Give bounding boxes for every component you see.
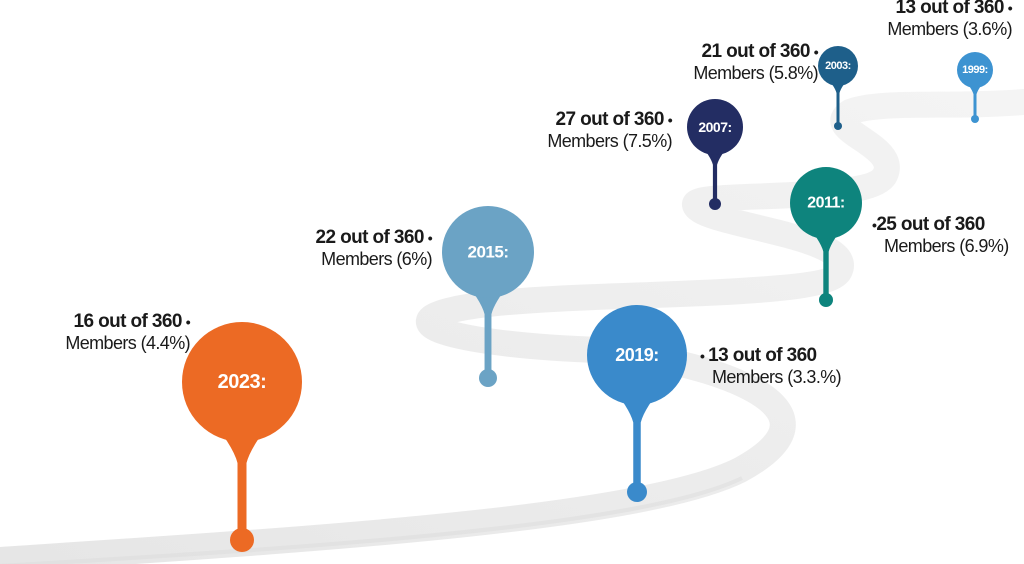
bullet-dot: • <box>813 44 819 60</box>
pin-stem <box>204 412 280 540</box>
caption-2003: 21 out of 360 • Members (5.8%) <box>693 40 818 85</box>
timeline-pin: 2023: <box>182 322 302 552</box>
road-shadow <box>0 476 743 564</box>
pin-stem <box>803 221 849 300</box>
pin-base-dot <box>819 293 833 307</box>
pin-head <box>687 99 743 155</box>
pin-stem <box>606 380 668 492</box>
pin-head <box>442 206 534 298</box>
caption-count: 27 out of 360 <box>555 109 664 130</box>
pin-year-label: 2015: <box>468 243 509 262</box>
caption-members: Members (6%) <box>321 249 432 270</box>
pin-base-dot <box>971 115 979 123</box>
bullet-dot: • <box>1007 0 1013 16</box>
pin-head <box>182 322 302 442</box>
caption-2011: •25 out of 360 Members (6.9%) <box>872 213 1009 258</box>
timeline-pin: 2019: <box>587 305 687 502</box>
caption-2007: 27 out of 360 • Members (7.5%) <box>547 108 672 153</box>
road-path <box>0 89 1024 564</box>
pin-year-label: 2023: <box>218 371 267 393</box>
timeline-pin: 1999: <box>957 52 993 123</box>
caption-2023: 16 out of 360 • Members (4.4%) <box>65 310 190 355</box>
caption-count: 25 out of 360 <box>876 214 985 235</box>
pin-year-label: 1999: <box>962 64 988 76</box>
bullet-dot: • <box>185 314 191 330</box>
caption-1999: 13 out of 360 • Members (3.6%) <box>887 0 1012 41</box>
pin-year-label: 2011: <box>807 195 845 212</box>
timeline-pin: 2007: <box>687 99 743 210</box>
pin-year-label: 2007: <box>698 119 731 135</box>
caption-count: 22 out of 360 <box>315 227 424 248</box>
caption-2019: • 13 out of 360 Members (3.3.%) <box>700 344 842 389</box>
pin-stem <box>963 79 987 119</box>
pin-stem <box>459 275 517 378</box>
pin-base-dot <box>230 528 254 552</box>
timeline-pin: 2015: <box>442 206 534 387</box>
timeline-pin: 2011: <box>790 167 862 307</box>
pin-year-label: 2003: <box>825 60 851 72</box>
pin-head <box>790 167 862 239</box>
bullet-dot: • <box>667 112 673 128</box>
pin-stem <box>697 141 733 204</box>
pin-head <box>818 46 858 86</box>
bullet-dot: • <box>872 217 877 233</box>
bullet-dot: • <box>700 348 705 364</box>
timeline-pin: 2003: <box>818 46 858 130</box>
pin-base-dot <box>627 482 647 502</box>
bullet-dot: • <box>427 230 433 246</box>
caption-members: Members (3.3.%) <box>712 367 842 388</box>
pin-stem <box>825 76 851 126</box>
pin-head <box>957 52 993 88</box>
caption-members: Members (4.4%) <box>65 333 190 354</box>
caption-members: Members (5.8%) <box>693 63 818 84</box>
caption-members: Members (6.9%) <box>884 236 1009 257</box>
caption-count: 16 out of 360 <box>73 311 182 332</box>
pin-base-dot <box>834 122 842 130</box>
caption-members: Members (7.5%) <box>547 131 672 152</box>
caption-2015: 22 out of 360 • Members (6%) <box>315 226 432 271</box>
caption-count: 21 out of 360 <box>701 41 810 62</box>
pin-year-label: 2019: <box>615 345 659 365</box>
caption-members: Members (3.6%) <box>887 19 1012 40</box>
pin-head <box>587 305 687 405</box>
pin-base-dot <box>479 369 497 387</box>
caption-count: 13 out of 360 <box>708 345 817 366</box>
pin-base-dot <box>709 198 721 210</box>
caption-count: 13 out of 360 <box>895 0 1004 18</box>
